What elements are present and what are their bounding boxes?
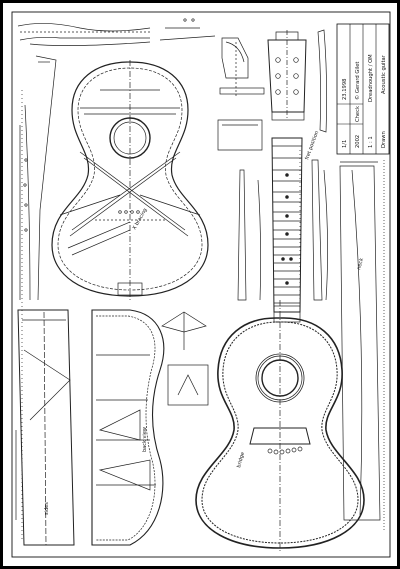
left-neck-profile (19, 55, 57, 540)
title-block-checked: Check (355, 106, 361, 122)
lower-middle-back-piece (91, 309, 165, 546)
paper (3, 3, 397, 566)
title-block: Acoustic guitar Dreadnought / OM © Gerar… (336, 23, 390, 155)
lower-left-side-panel (15, 309, 75, 546)
top-left-profile-pieces (17, 18, 216, 46)
neck-label: neck (356, 257, 365, 270)
small-center-details (161, 311, 209, 406)
title-block-project: Acoustic guitar (381, 54, 387, 94)
title-block-scale: 1 : 1 (368, 136, 374, 148)
guitar-front-view (195, 300, 365, 552)
title-block-date: 23.1998 (342, 79, 348, 100)
bridge-and-block-details (217, 37, 265, 151)
side-strip-right (339, 160, 385, 530)
title-block-drawn: Drawn (381, 131, 387, 148)
title-block-sheet: 1/1 (342, 140, 348, 148)
title-block-author: © Gerard Gilet (354, 62, 361, 100)
title-block-number: 2002 (355, 135, 361, 148)
drawing-border (11, 11, 391, 558)
side-label: sides (44, 502, 50, 515)
title-block-model: Dreadnought / OM (368, 54, 374, 102)
top-body-bracing (51, 60, 209, 300)
back-label: back view (142, 427, 148, 452)
headstock-top-view (267, 30, 307, 121)
bridge-label: bridge (236, 451, 246, 468)
